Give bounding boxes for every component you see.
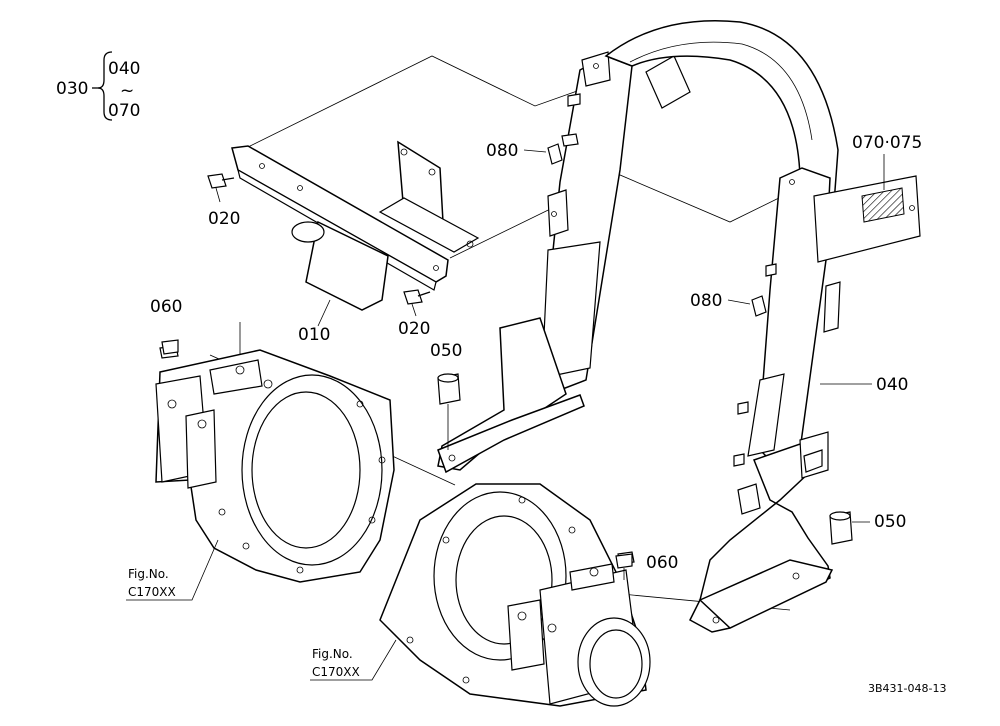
callout-040-range: 040 xyxy=(108,59,140,79)
callout-070-075: 070·075 xyxy=(852,133,922,153)
clip-080-b xyxy=(751,295,767,317)
callout-050-a: 050 xyxy=(430,341,462,361)
callout-070-range: 070 xyxy=(108,101,140,121)
callout-030: 030 xyxy=(56,79,88,99)
svg-text:Fig.No.: Fig.No. xyxy=(128,567,169,581)
callout-060-a: 060 xyxy=(150,297,182,317)
rops-post-left xyxy=(437,51,691,474)
callouts: 020 010 020 080 050 060 070·075 080 040 … xyxy=(150,133,922,580)
clip-080-a xyxy=(547,143,563,165)
bolt-050-b xyxy=(829,511,853,545)
rops-arch xyxy=(604,19,839,242)
bolt-050-a xyxy=(437,373,461,450)
callout-040: 040 xyxy=(876,375,908,395)
rops-post-right xyxy=(689,167,921,633)
callout-080-a: 080 xyxy=(486,141,518,161)
bracket-010 xyxy=(231,140,480,311)
bolt-020-a xyxy=(207,173,235,203)
callout-010: 010 xyxy=(298,325,330,345)
callout-range-tilde: ~ xyxy=(120,81,134,101)
callout-050-b: 050 xyxy=(874,512,906,532)
callout-060-b: 060 xyxy=(646,553,678,573)
fig-ref-b: Fig.No. C170XX xyxy=(310,639,397,681)
fig-ref-a: Fig.No. C170XX xyxy=(126,539,219,601)
axle-housing-right xyxy=(379,483,651,707)
axle-housing-left xyxy=(155,345,395,583)
callout-020-b: 020 xyxy=(398,319,430,339)
range-bracket-030: 030 040 ~ 070 xyxy=(56,51,140,121)
bolt-020-b xyxy=(403,289,431,317)
drawing-code: 3B431-048-13 xyxy=(868,682,946,695)
svg-text:C170XX: C170XX xyxy=(128,585,176,599)
callout-080-b: 080 xyxy=(690,291,722,311)
svg-text:C170XX: C170XX xyxy=(312,665,360,679)
svg-text:Fig.No.: Fig.No. xyxy=(312,647,353,661)
callout-020-a: 020 xyxy=(208,209,240,229)
